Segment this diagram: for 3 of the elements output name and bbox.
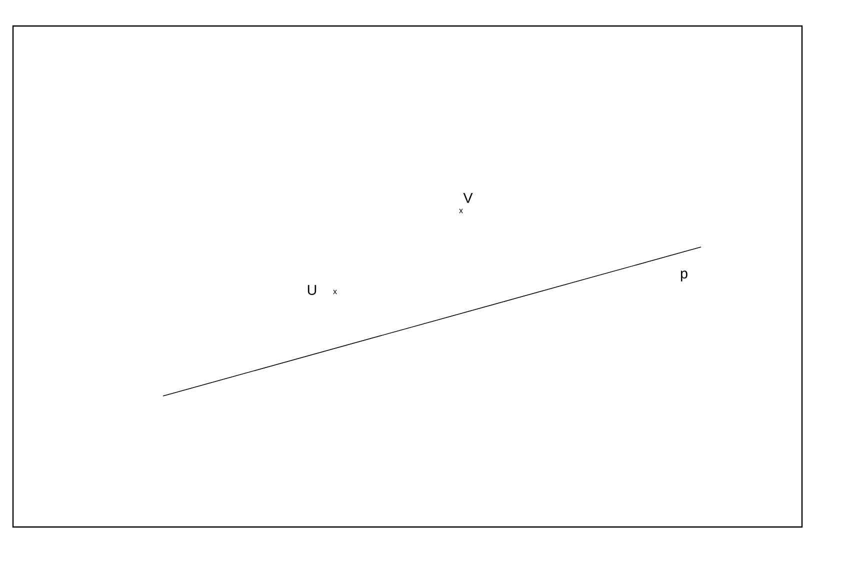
point-label: U: [308, 284, 316, 295]
line-label: p: [680, 270, 688, 282]
point-label: V: [463, 193, 473, 203]
